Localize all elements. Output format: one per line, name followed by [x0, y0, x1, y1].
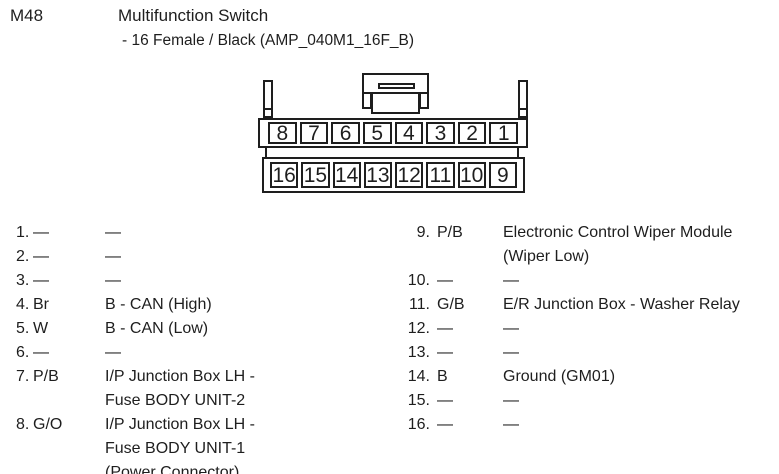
- pin-wire-color: —: [437, 392, 453, 409]
- pin-description: —: [503, 416, 519, 433]
- pin-cell: 3: [426, 122, 455, 144]
- pin-number: 9.: [416, 224, 430, 241]
- pin-wire-color: G/O: [33, 416, 63, 433]
- mount-tab-right: [518, 80, 528, 118]
- mount-tab-left: [263, 80, 273, 118]
- pin-number: 13.: [407, 344, 430, 361]
- pin-row: 3. — —: [16, 269, 398, 293]
- pin-wire-color: —: [437, 272, 453, 289]
- pin-wire-color: —: [33, 224, 49, 241]
- pin-description: —: [503, 272, 519, 289]
- pin-cell: 5: [362, 122, 392, 144]
- pin-number: 10.: [407, 272, 430, 289]
- pin-row: 12. — —: [403, 317, 775, 341]
- page-title: Multifunction Switch: [118, 6, 269, 25]
- row-joint-left: [265, 146, 267, 159]
- pin-number: 3.: [16, 272, 30, 289]
- pin-description: I/P Junction Box LH - Fuse BODY UNIT-1 (…: [105, 416, 255, 474]
- pin-wire-color: B: [437, 368, 448, 385]
- pin-description: —: [105, 248, 121, 265]
- pin-description: —: [105, 224, 121, 241]
- pin-number: 1.: [16, 224, 30, 241]
- pin-number: 12.: [407, 320, 430, 337]
- pin-row: 5. W B - CAN (Low): [16, 317, 398, 341]
- pin-cell: 13: [363, 162, 392, 188]
- pin-number: 4.: [16, 296, 30, 313]
- pin-description: —: [503, 320, 519, 337]
- pin-wire-color: —: [437, 344, 453, 361]
- pin-row: 13. — —: [403, 341, 775, 365]
- page-subtitle: - 16 Female / Black (AMP_040M1_16F_B): [122, 32, 415, 49]
- pin-row: 1. — —: [16, 221, 398, 245]
- pin-cell: 16: [270, 162, 299, 188]
- mount-tab-right-notch: [520, 108, 526, 110]
- pin-description: Electronic Control Wiper Module (Wiper L…: [503, 224, 733, 265]
- pin-description: E/R Junction Box - Washer Relay: [503, 296, 740, 313]
- pin-cell: 11: [426, 162, 455, 188]
- pin-number: 14.: [407, 368, 430, 385]
- pin-cell: 8: [268, 122, 297, 144]
- pin-row: 11. G/B E/R Junction Box - Washer Relay: [403, 293, 775, 317]
- pin-wire-color: G/B: [437, 296, 465, 313]
- pin-row: 10. — —: [403, 269, 775, 293]
- pin-row-bottom: 16 15 14 13 12 11 10 9: [262, 157, 525, 193]
- connector-id: M48: [10, 6, 44, 25]
- pin-cell: 1: [489, 122, 518, 144]
- pin-wire-color: P/B: [33, 368, 59, 385]
- mount-tab-left-notch: [265, 108, 271, 110]
- pin-number: 11.: [408, 296, 430, 313]
- pin-row: 15. — —: [403, 389, 775, 413]
- pin-row: 2. — —: [16, 245, 398, 269]
- pin-row: 4. Br B - CAN (High): [16, 293, 398, 317]
- pin-cell: 15: [301, 162, 330, 188]
- pin-wire-color: W: [33, 320, 49, 337]
- pin-list-right: 9. P/B Electronic Control Wiper Module (…: [403, 221, 775, 437]
- pin-description: Ground (GM01): [503, 368, 616, 385]
- pin-wire-color: P/B: [437, 224, 463, 241]
- latch-clip: [378, 83, 415, 89]
- pin-row: 14. B Ground (GM01): [403, 365, 775, 389]
- pin-list-left: 1. — — 2. — — 3. — — 4. Br B - CAN (High…: [16, 221, 398, 474]
- pin-number: 16.: [407, 416, 430, 433]
- pin-description: —: [503, 392, 519, 409]
- pin-number: 2.: [16, 248, 30, 265]
- pin-cell: 14: [332, 162, 361, 188]
- pin-wire-color: Br: [33, 296, 49, 313]
- pin-cell: 12: [395, 162, 424, 188]
- pin-description: —: [503, 344, 519, 361]
- latch-body: [371, 92, 420, 114]
- pin-cell: 10: [457, 162, 486, 188]
- row-joint-right: [517, 146, 519, 159]
- pin-number: 8.: [16, 416, 30, 433]
- pin-cell: 4: [394, 122, 424, 144]
- pin-cell: 6: [331, 122, 360, 144]
- pin-number: 15.: [407, 392, 430, 409]
- pin-row: 6. — —: [16, 341, 398, 365]
- pin-row-top: 8 7 6 5 4 3 2 1: [258, 118, 528, 148]
- pin-wire-color: —: [33, 272, 49, 289]
- pin-cell: 9: [488, 162, 517, 188]
- pin-number: 5.: [16, 320, 30, 337]
- pin-description: B - CAN (High): [105, 296, 212, 313]
- pin-cell: 2: [457, 122, 487, 144]
- pin-number: 6.: [16, 344, 30, 361]
- pin-description: —: [105, 272, 121, 289]
- pin-description: —: [105, 344, 121, 361]
- pin-row: 16. — —: [403, 413, 775, 437]
- pin-wire-color: —: [33, 344, 49, 361]
- pin-number: 7.: [16, 368, 30, 385]
- pin-wire-color: —: [437, 416, 453, 433]
- pin-row: 9. P/B Electronic Control Wiper Module (…: [403, 221, 775, 269]
- pin-row: 7. P/B I/P Junction Box LH - Fuse BODY U…: [16, 365, 398, 413]
- pin-row: 8. G/O I/P Junction Box LH - Fuse BODY U…: [16, 413, 398, 474]
- pin-description: I/P Junction Box LH - Fuse BODY UNIT-2: [105, 368, 255, 409]
- latch-ear-right: [419, 92, 429, 109]
- pin-cell: 7: [299, 122, 329, 144]
- pin-description: B - CAN (Low): [105, 320, 209, 337]
- pin-wire-color: —: [33, 248, 49, 265]
- pin-wire-color: —: [437, 320, 453, 337]
